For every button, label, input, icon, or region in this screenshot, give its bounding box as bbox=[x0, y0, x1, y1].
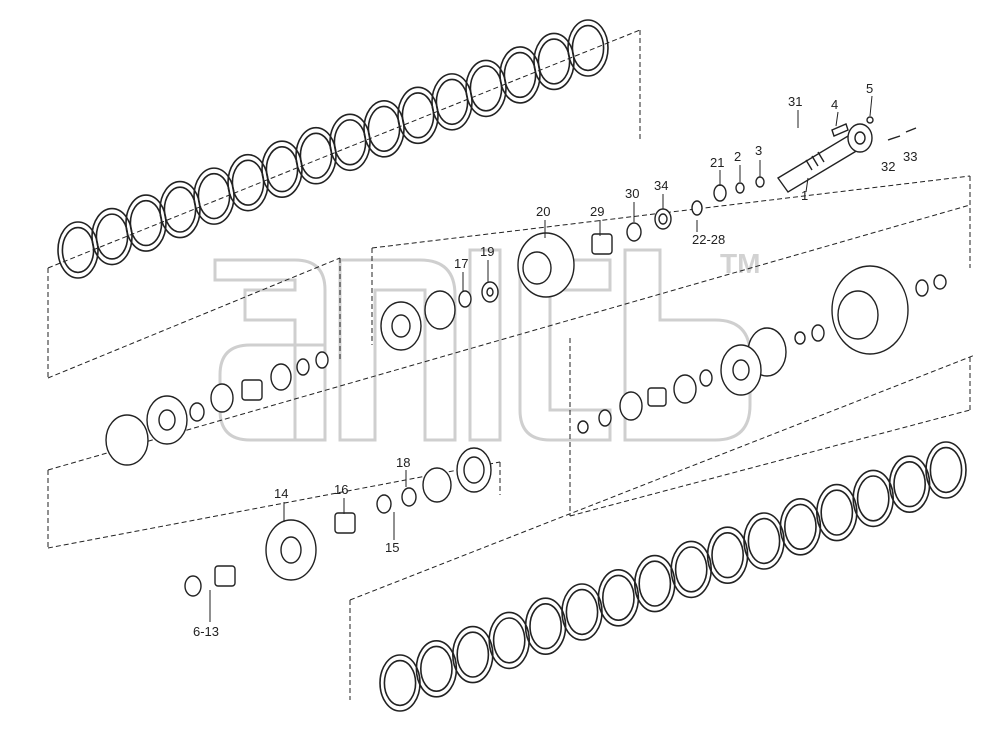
clutch-disc bbox=[397, 86, 439, 145]
clutch-disc bbox=[227, 153, 269, 212]
clutch-disc bbox=[567, 19, 609, 77]
callout-6-13: 6-13 bbox=[193, 624, 219, 639]
clutch-disc bbox=[193, 167, 235, 225]
callout-16: 16 bbox=[334, 482, 348, 497]
clutch-disc bbox=[419, 645, 453, 692]
clutch-disc bbox=[561, 583, 603, 641]
clutch-disc bbox=[706, 526, 749, 585]
leader-lines bbox=[209, 95, 873, 622]
callout-34: 34 bbox=[654, 178, 668, 193]
clutch-disc bbox=[295, 126, 337, 185]
clutch-disc-pack-bottom bbox=[379, 441, 967, 712]
clutch-disc bbox=[597, 568, 640, 627]
clutch-disc-pack-top bbox=[57, 19, 609, 279]
clutch-disc bbox=[711, 531, 745, 579]
clutch-disc bbox=[415, 639, 458, 698]
callout-18: 18 bbox=[396, 455, 410, 470]
clutch-disc bbox=[499, 46, 541, 104]
clutch-disc bbox=[571, 24, 605, 72]
clutch-disc bbox=[537, 38, 571, 85]
clutch-disc bbox=[784, 503, 817, 550]
clutch-disc bbox=[815, 483, 858, 542]
clutch-disc bbox=[379, 654, 421, 712]
clutch-disc bbox=[431, 73, 473, 131]
watermark-tm: TM bbox=[720, 248, 760, 279]
clutch-disc bbox=[893, 461, 927, 508]
clutch-disc bbox=[929, 446, 963, 494]
clutch-disc bbox=[779, 497, 822, 556]
clutch-disc bbox=[125, 194, 167, 252]
callout-3: 3 bbox=[755, 143, 762, 158]
callout-4: 4 bbox=[831, 97, 838, 112]
clutch-disc bbox=[602, 574, 635, 621]
callout-14: 14 bbox=[274, 486, 288, 501]
callout-1: 1 bbox=[801, 188, 808, 203]
clutch-disc bbox=[492, 617, 526, 664]
components bbox=[105, 176, 947, 597]
clutch-disc bbox=[888, 455, 931, 514]
clutch-disc bbox=[451, 625, 494, 684]
clutch-disc bbox=[197, 172, 231, 220]
clutch-disc bbox=[329, 113, 371, 172]
callout-19: 19 bbox=[480, 244, 494, 259]
clutch-disc bbox=[743, 512, 785, 570]
input-shaft bbox=[776, 116, 917, 193]
callout-33: 33 bbox=[903, 149, 917, 164]
clutch-disc bbox=[747, 517, 781, 565]
callout-22-28: 22-28 bbox=[692, 232, 725, 247]
callout-17: 17 bbox=[454, 256, 468, 271]
clutch-disc bbox=[856, 475, 890, 522]
clutch-disc bbox=[129, 199, 163, 247]
clutch-disc bbox=[565, 588, 599, 636]
clutch-disc bbox=[456, 631, 490, 678]
clutch-disc bbox=[524, 597, 567, 656]
callout-31: 31 bbox=[788, 94, 802, 109]
callout-32: 32 bbox=[881, 159, 895, 174]
callout-30: 30 bbox=[625, 186, 639, 201]
clutch-disc bbox=[633, 554, 676, 613]
callout-5: 5 bbox=[866, 81, 873, 96]
clutch-disc bbox=[529, 602, 563, 650]
clutch-disc bbox=[533, 32, 575, 91]
clutch-disc bbox=[95, 213, 129, 260]
clutch-disc bbox=[469, 65, 503, 112]
clutch-disc bbox=[852, 469, 895, 528]
clutch-disc bbox=[367, 105, 401, 153]
clutch-disc bbox=[435, 78, 469, 126]
callout-29: 29 bbox=[590, 204, 604, 219]
dashed-bands bbox=[47, 29, 976, 700]
clutch-disc bbox=[91, 207, 133, 266]
clutch-disc bbox=[638, 560, 672, 607]
clutch-disc bbox=[383, 659, 417, 707]
callout-labels: 31 4 5 21 2 3 32 33 1 30 34 29 20 22-28 … bbox=[193, 81, 917, 639]
clutch-disc bbox=[57, 221, 99, 279]
clutch-disc bbox=[159, 180, 201, 239]
clutch-disc bbox=[163, 186, 197, 233]
clutch-disc bbox=[465, 59, 507, 118]
clutch-disc bbox=[674, 546, 708, 593]
clutch-disc bbox=[61, 226, 95, 274]
clutch-disc bbox=[488, 611, 531, 670]
clutch-disc bbox=[925, 441, 967, 499]
clutch-disc bbox=[670, 540, 713, 599]
clutch-disc bbox=[363, 100, 405, 158]
callout-2: 2 bbox=[734, 149, 741, 164]
callout-20: 20 bbox=[536, 204, 550, 219]
callout-21: 21 bbox=[710, 155, 724, 170]
callout-15: 15 bbox=[385, 540, 399, 555]
clutch-disc bbox=[503, 51, 537, 99]
clutch-disc bbox=[261, 140, 303, 198]
clutch-disc bbox=[820, 489, 854, 536]
